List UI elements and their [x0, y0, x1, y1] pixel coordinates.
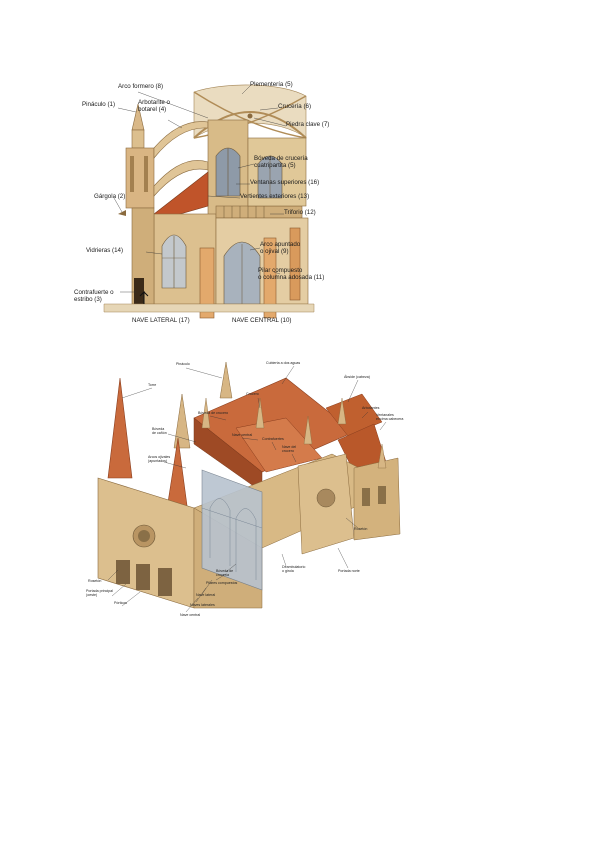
label-porticos: Pórticos — [114, 602, 127, 606]
gothic-section-diagram: Arco formero (8) Plementería (5) Pinácul… — [74, 78, 332, 334]
label-triforio: Triforio (12) — [284, 210, 316, 217]
label-naves-laterales: Naves laterales — [190, 604, 215, 608]
label-nave-crucero: Nave del crucero — [282, 446, 296, 454]
label-arbotante: Arbotante o botarel (4) — [138, 100, 170, 113]
label-boveda-cruceria: Bóveda de crucería — [216, 570, 233, 578]
label-contrafuertes: Contrafuertes — [262, 438, 284, 442]
label-nave-lateral: NAVE LATERAL (17) — [132, 318, 190, 325]
label-arco-formero: Arco formero (8) — [118, 84, 163, 91]
cathedral-cutaway-diagram: Pináculo Cubierta a dos aguas Ábside (ca… — [86, 358, 416, 622]
label-ventanas-superiores: Ventanas superiores (16) — [250, 180, 319, 187]
label-roseton: Rosetón — [88, 580, 101, 584]
label-pilares: Pilares compuestos — [206, 582, 237, 586]
label-arco-apuntado: Arco apuntado o ojival (9) — [260, 242, 300, 255]
label-portada-norte: Portada norte — [338, 570, 360, 574]
label-arbotantes: Arbotantes — [362, 407, 379, 411]
label-deambulatorio: Deambulatorio o girola — [282, 566, 305, 574]
label-pinaculo: Pináculo (1) — [82, 102, 115, 109]
label-portada: Portada principal (oeste) — [86, 590, 113, 598]
label-pinaculo: Pináculo — [176, 363, 190, 367]
label-contrafuerte: Contrafuerte o estribo (3) — [74, 290, 114, 303]
label-nave-central: Nave central — [180, 614, 200, 618]
label-arcos-ojivales: Arcos ojivales (apuntados) — [148, 456, 170, 464]
label-cubierta: Cubierta a dos aguas — [266, 362, 300, 366]
label-boveda: Bóveda de crucería cuatripartita (5) — [254, 156, 308, 169]
label-plementeria: Plementería (5) — [250, 82, 293, 89]
label-roseton-right: Rosetón — [354, 528, 367, 532]
label-ventanales: Ventanales encima cabecera — [376, 414, 403, 422]
label-gargola: Gárgola (2) — [94, 194, 125, 201]
label-boveda: Bóveda de cañón — [152, 428, 167, 436]
label-crucero: Crucería (6) — [278, 104, 311, 111]
label-pilar: Pilar compuesto o columna adosada (11) — [258, 268, 324, 281]
label-nave-lateral: Nave lateral — [196, 594, 215, 598]
cathedral-illustration — [86, 358, 416, 622]
label-abside: Ábside (cabeza) — [344, 376, 370, 380]
label-nave-central: NAVE CENTRAL (10) — [232, 318, 291, 325]
label-nave-central-top: Nave central — [232, 434, 252, 438]
label-torre: Torre — [148, 384, 156, 388]
label-vertientes: Vertientes exteriores (13) — [240, 194, 309, 201]
label-vidrieras: Vidrieras (14) — [86, 248, 123, 255]
label-clave: Piedra clave (7) — [286, 122, 329, 129]
label-crucero: Crucero — [246, 393, 259, 397]
label-boveda-crucero: Bóveda de crucero — [198, 412, 228, 416]
